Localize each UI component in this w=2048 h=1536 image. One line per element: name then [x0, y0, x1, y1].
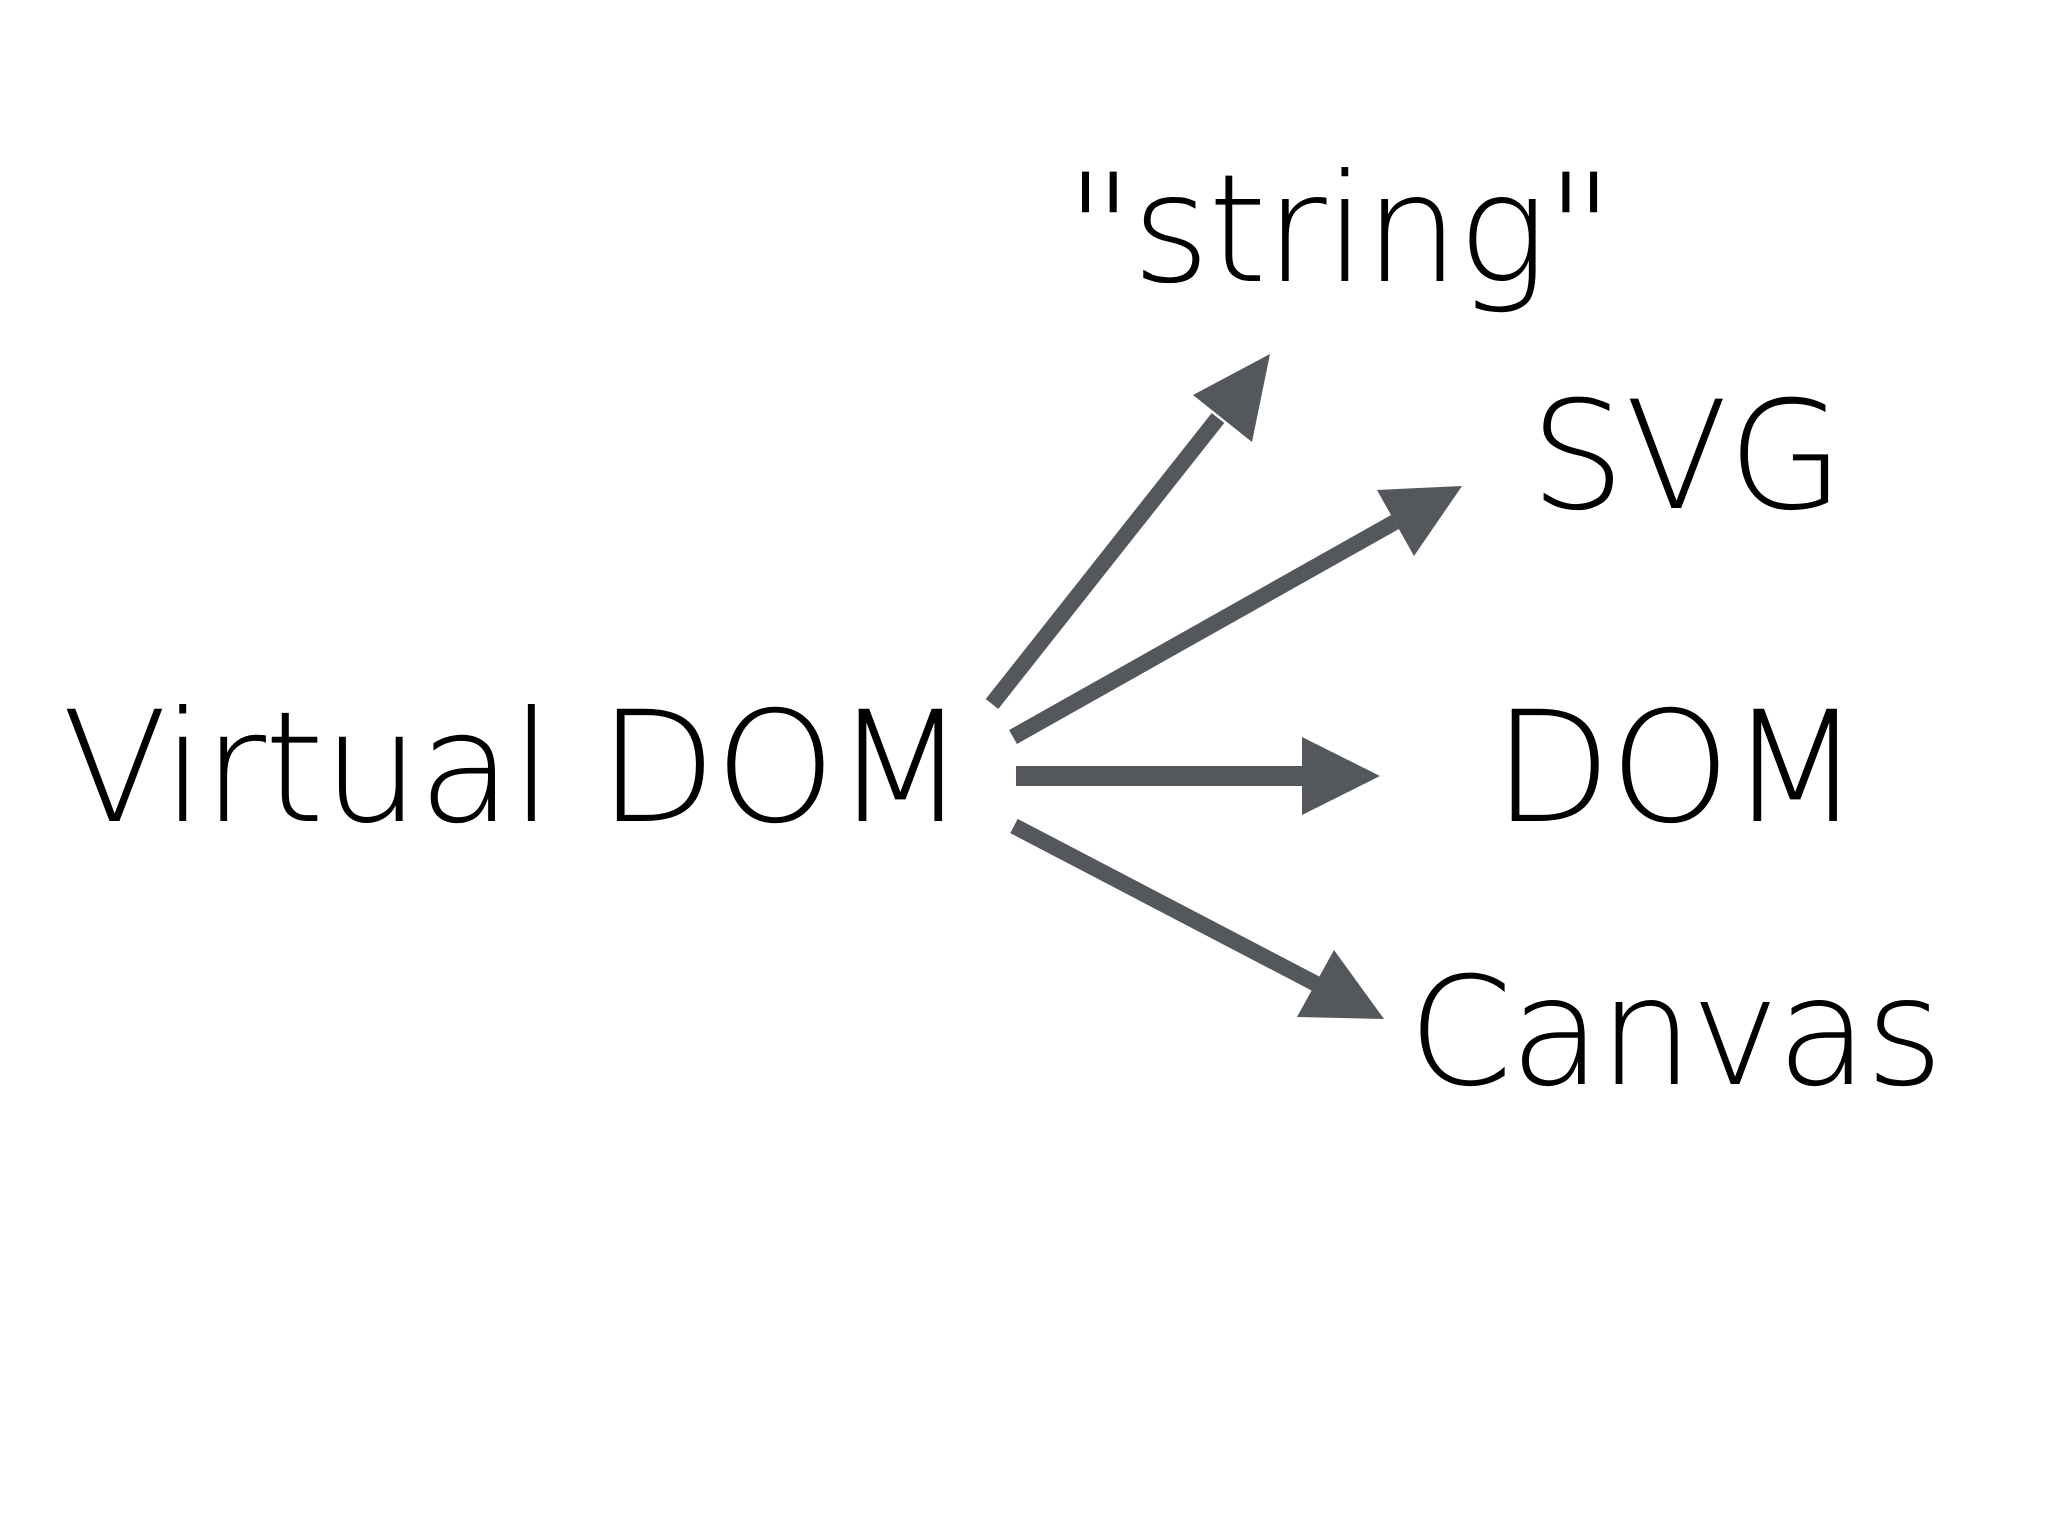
arrow-to-string: [985, 354, 1270, 709]
arrow-to-svg: [1009, 486, 1462, 744]
arrow-to-canvas: [1010, 818, 1384, 1019]
target-svg-label: SVG: [1530, 370, 1845, 544]
target-canvas-label: Canvas: [1408, 946, 1944, 1120]
target-string-label: "string": [1065, 143, 1614, 317]
arrow-to-dom: [1016, 737, 1380, 815]
target-dom-label: DOM: [1493, 679, 1862, 858]
source-node-label: Virtual DOM: [62, 679, 967, 858]
